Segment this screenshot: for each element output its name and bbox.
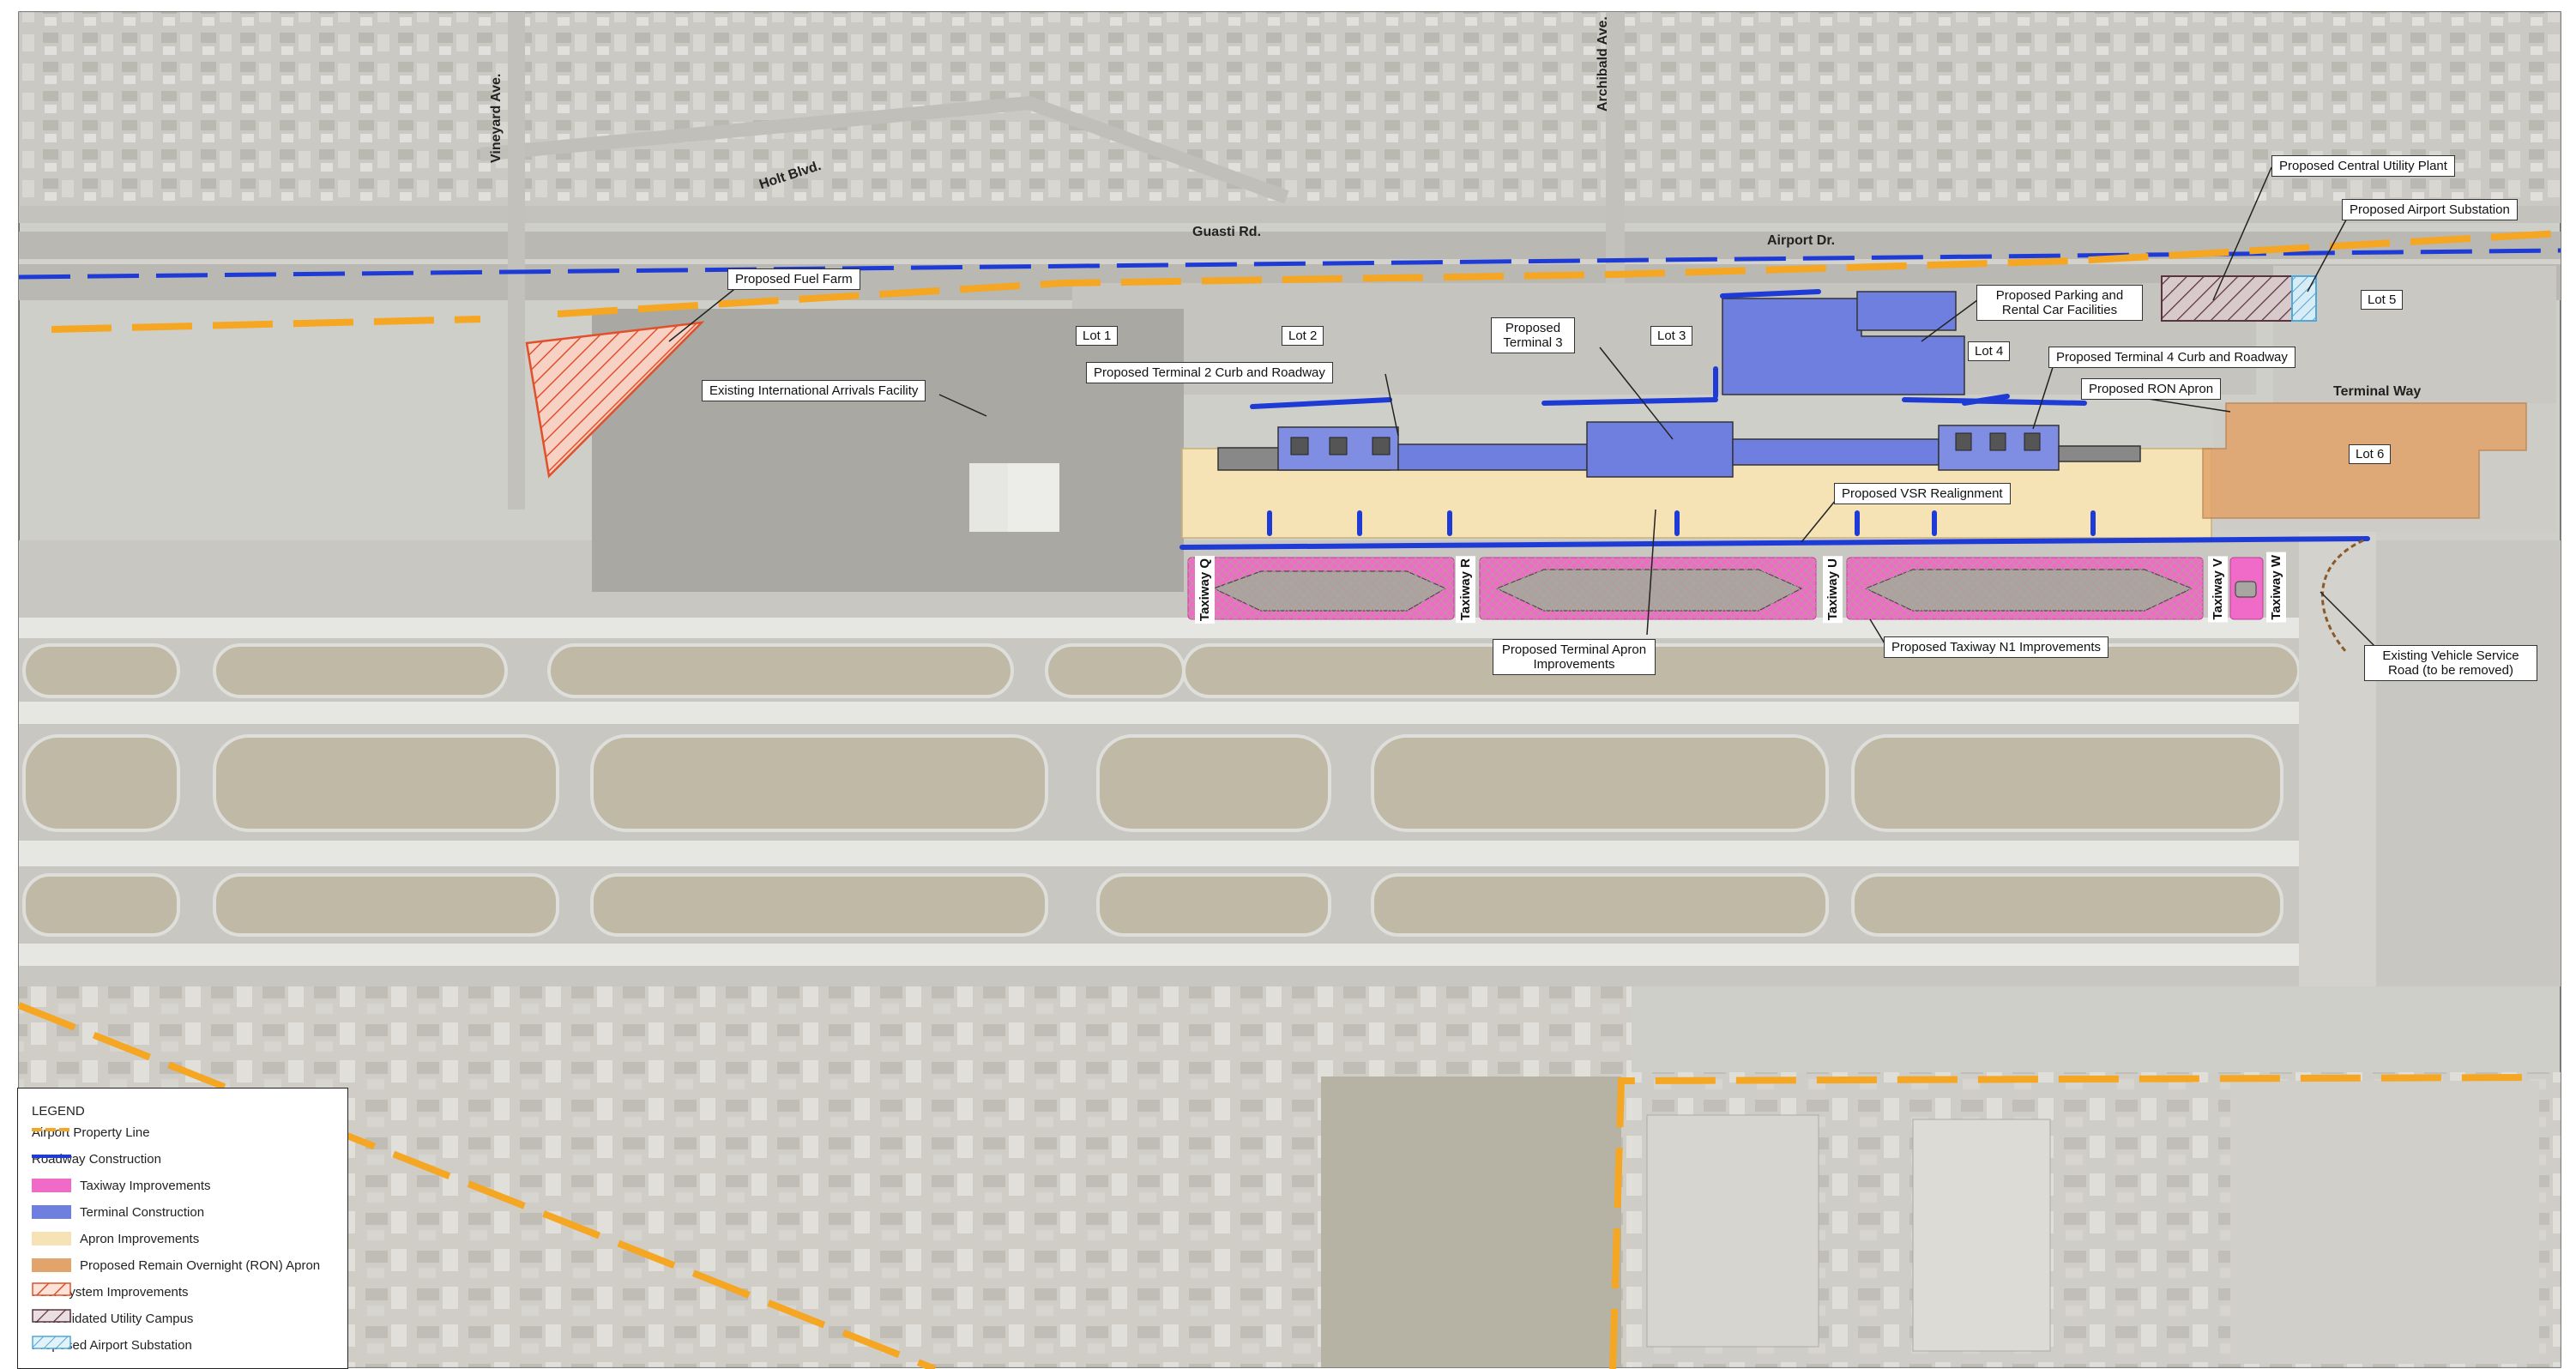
lot-4: Lot 4 [1968,341,2011,361]
lot-2: Lot 2 [1282,326,1324,346]
callout-terminal3: Proposed Terminal 3 [1491,317,1575,353]
utility-swatch [32,1309,71,1323]
callout-parking-rental: Proposed Parking and Rental Car Faciliti… [1976,285,2143,321]
roadway-swatch [32,1155,71,1158]
callout-substation: Proposed Airport Substation [2342,199,2518,220]
legend-item-property-line: Airport Property Line [32,1123,150,1142]
street-airport-dr: Airport Dr. [1767,233,1836,248]
street-terminal-way: Terminal Way [2333,384,2422,399]
legend-item-roadway: Roadway Construction [32,1149,161,1168]
taxiway-v-label: Taxiway V [2208,556,2228,623]
legend-label: Terminal Construction [80,1204,205,1220]
taxiway-u-label: Taxiway U [1823,556,1843,624]
callout-ron-apron: Proposed RON Apron [2081,378,2222,400]
legend-item-utility: Consolidated Utility Campus [32,1309,193,1328]
callout-t2-curb: Proposed Terminal 2 Curb and Roadway [1086,362,1333,383]
taxiway-w-label: Taxiway W [2266,552,2286,623]
legend-item-fuel: Fuel System Improvements [32,1282,189,1301]
callout-t4-curb: Proposed Terminal 4 Curb and Roadway [2048,347,2295,368]
callout-apron-improvements: Proposed Terminal Apron Improvements [1493,639,1656,675]
callout-fuel-farm: Proposed Fuel Farm [727,268,860,290]
street-archibald: Archibald Ave. [1596,16,1610,112]
taxiway-r-label: Taxiway R [1456,556,1475,624]
legend-item-substation: Proposed Airport Substation [32,1336,192,1354]
legend-label: Consolidated Utility Campus [32,1311,194,1326]
legend-label: Apron Improvements [80,1231,200,1246]
legend-label: Taxiway Improvements [80,1178,211,1193]
legend-item-ron: Proposed Remain Overnight (RON) Apron [32,1256,320,1275]
lot-3: Lot 3 [1650,326,1693,346]
map-legend: LEGEND Airport Property Line Roadway Con… [17,1088,348,1369]
legend-title: LEGEND [32,1104,85,1119]
fuel-swatch [32,1282,71,1296]
taxiway-swatch [32,1179,71,1192]
lot-5: Lot 5 [2361,290,2404,310]
callout-central-utility: Proposed Central Utility Plant [2271,155,2455,177]
callout-intl-arrivals: Existing International Arrivals Facility [702,380,926,401]
terminal-swatch [32,1205,71,1219]
legend-item-taxiway: Taxiway Improvements [32,1176,211,1195]
callout-vehicle-service: Existing Vehicle Service Road (to be rem… [2364,645,2537,681]
ron-swatch [32,1258,71,1272]
legend-label: Proposed Remain Overnight (RON) Apron [80,1257,321,1273]
lot-1: Lot 1 [1076,326,1119,346]
substation-swatch [32,1336,71,1349]
street-guasti: Guasti Rd. [1192,225,1262,239]
taxiway-q-label: Taxiway Q [1195,556,1215,624]
callout-taxiway-n1: Proposed Taxiway N1 Improvements [1884,636,2108,658]
legend-item-terminal: Terminal Construction [32,1203,204,1221]
legend-label: Proposed Airport Substation [32,1337,192,1353]
callout-vsr: Proposed VSR Realignment [1834,483,2011,504]
legend-item-apron: Apron Improvements [32,1229,199,1248]
apron-swatch [32,1232,71,1245]
street-vineyard: Vineyard Ave. [489,73,504,163]
lot-6: Lot 6 [2349,444,2392,464]
property-line-swatch [32,1128,71,1131]
